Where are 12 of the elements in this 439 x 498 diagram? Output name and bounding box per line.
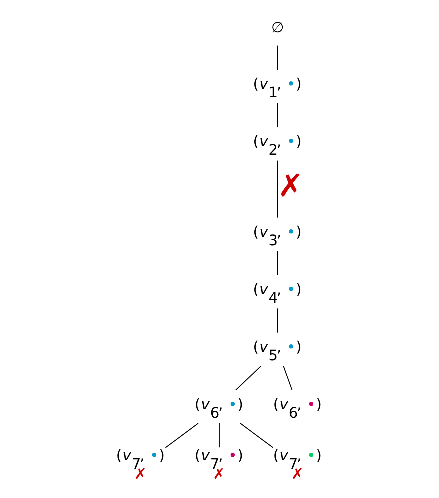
connector	[240, 422, 274, 448]
connector	[277, 102, 278, 128]
connector	[219, 422, 220, 448]
edge-label: ✗	[278, 168, 304, 204]
node-text: ∅	[272, 19, 284, 36]
connector	[277, 160, 278, 218]
connector	[165, 422, 199, 448]
connector	[235, 365, 262, 390]
connector	[277, 44, 278, 70]
connector	[283, 365, 293, 390]
connector	[277, 250, 278, 276]
connector	[277, 308, 278, 333]
